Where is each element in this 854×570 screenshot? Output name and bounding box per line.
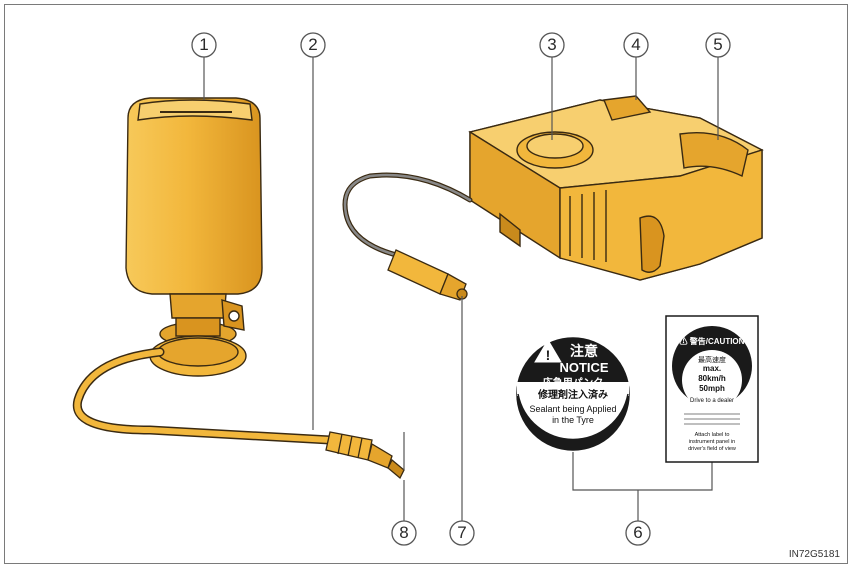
- hose-connector: [325, 431, 405, 480]
- compressor: [468, 95, 764, 281]
- callout-7: [449, 520, 475, 546]
- caution-label: ⚠ 警告/CAUTION 最高速度 max. 80km/h 50mph Driv…: [665, 315, 759, 463]
- callout-7-num: 7: [457, 523, 466, 542]
- image-code: IN72G5181: [788, 549, 840, 560]
- callout-8-num: 8: [399, 523, 408, 542]
- notice-kanji: 注意: [570, 343, 598, 359]
- callout-2-num: 2: [308, 35, 317, 54]
- notice-jp-line2: 修理剤注入済み: [537, 388, 608, 401]
- caution-speed-jp: 最高速度: [698, 355, 726, 364]
- caution-drive-note: Drive to a dealer: [690, 398, 734, 404]
- callout-8: [391, 520, 417, 546]
- power-plug: [387, 249, 468, 301]
- callout-2: [300, 32, 326, 58]
- callout-4-num: 4: [631, 35, 640, 54]
- sealant-bottle: [125, 97, 263, 377]
- callouts: [203, 56, 719, 522]
- callout-3: [539, 32, 565, 58]
- callout-6: [625, 520, 651, 546]
- callout-4: [623, 32, 649, 58]
- caution-attach-note3: driver's field of view: [688, 446, 736, 452]
- caution-header: ⚠ 警告/CAUTION: [680, 336, 745, 346]
- notice-jp-line1: 応急用パンク: [543, 376, 604, 389]
- callout-6-num: 6: [633, 523, 642, 542]
- caution-speed-kmh: 80km/h: [698, 374, 726, 383]
- caution-speed-max: max.: [703, 364, 721, 373]
- power-cord: [342, 172, 473, 259]
- notice-sticker: ! 注意 NOTICE 応急用パンク 修理剤注入済み Sealant being…: [516, 337, 630, 451]
- caution-speed-mph: 50mph: [699, 384, 725, 393]
- diagram-frame: [4, 4, 848, 564]
- caution-attach-note2: instrument panel in: [689, 439, 735, 445]
- callout-5: [705, 32, 731, 58]
- notice-en-line1: Sealant being Applied: [529, 404, 616, 414]
- callout-3-num: 3: [547, 35, 556, 54]
- notice-en-line2: in the Tyre: [552, 415, 594, 425]
- callout-1-num: 1: [199, 35, 208, 54]
- warning-triangle-icon: [534, 339, 562, 363]
- callout-1: [191, 32, 217, 58]
- notice-title: NOTICE: [559, 360, 608, 375]
- svg-text:!: !: [546, 347, 551, 363]
- caution-attach-note1: Attach label to: [695, 432, 730, 438]
- callout-5-num: 5: [713, 35, 722, 54]
